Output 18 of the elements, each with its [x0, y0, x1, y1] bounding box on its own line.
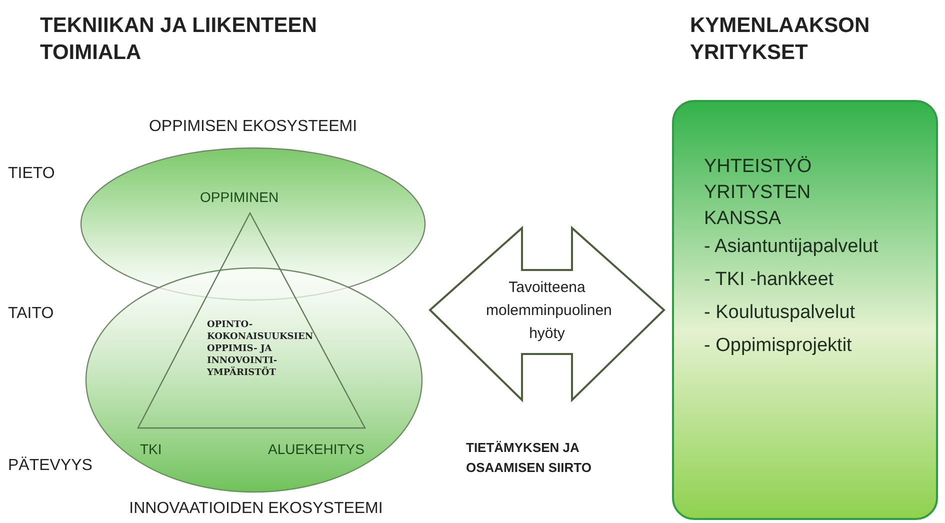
column-heading: TEKNIIKAN JA LIIKENTEEN TOIMIALA [40, 13, 318, 66]
list-item: - Oppimisprojektit [704, 335, 852, 357]
panel-heading: YHTEISTYÖ YRITYSTEN KANSSA [704, 155, 813, 231]
ecosystem-heading: OPPIMISEN EKOSYSTEEMI [148, 118, 358, 136]
corner-label: OPPIMINEN [200, 189, 279, 205]
transfer-caption: TIETÄMYKSEN JA OSAAMISEN SIIRTO [466, 439, 592, 477]
corner-label: TKI [140, 441, 162, 457]
list-item: - Asiantuntijapalvelut [704, 236, 878, 258]
ecosystem-heading: INNOVAATIOIDEN EKOSYSTEEMI [128, 500, 384, 518]
level-label: PÄTEVYYS [8, 457, 92, 475]
column-heading: KYMENLAAKSON YRITYKSET [690, 13, 871, 66]
level-label: TAITO [8, 305, 54, 323]
level-label: TIETO [8, 165, 55, 183]
list-item: - Koulutuspalvelut [704, 302, 856, 324]
cooperation-panel [672, 100, 938, 520]
corner-label: ALUEKEHITYS [268, 441, 364, 457]
list-item: - TKI -hankkeet [704, 269, 834, 291]
center-text: OPINTO- KOKONAISUUKSIEN OPPIMIS- JA INNOVOINTI- YMPÄRISTÖT [207, 319, 314, 379]
